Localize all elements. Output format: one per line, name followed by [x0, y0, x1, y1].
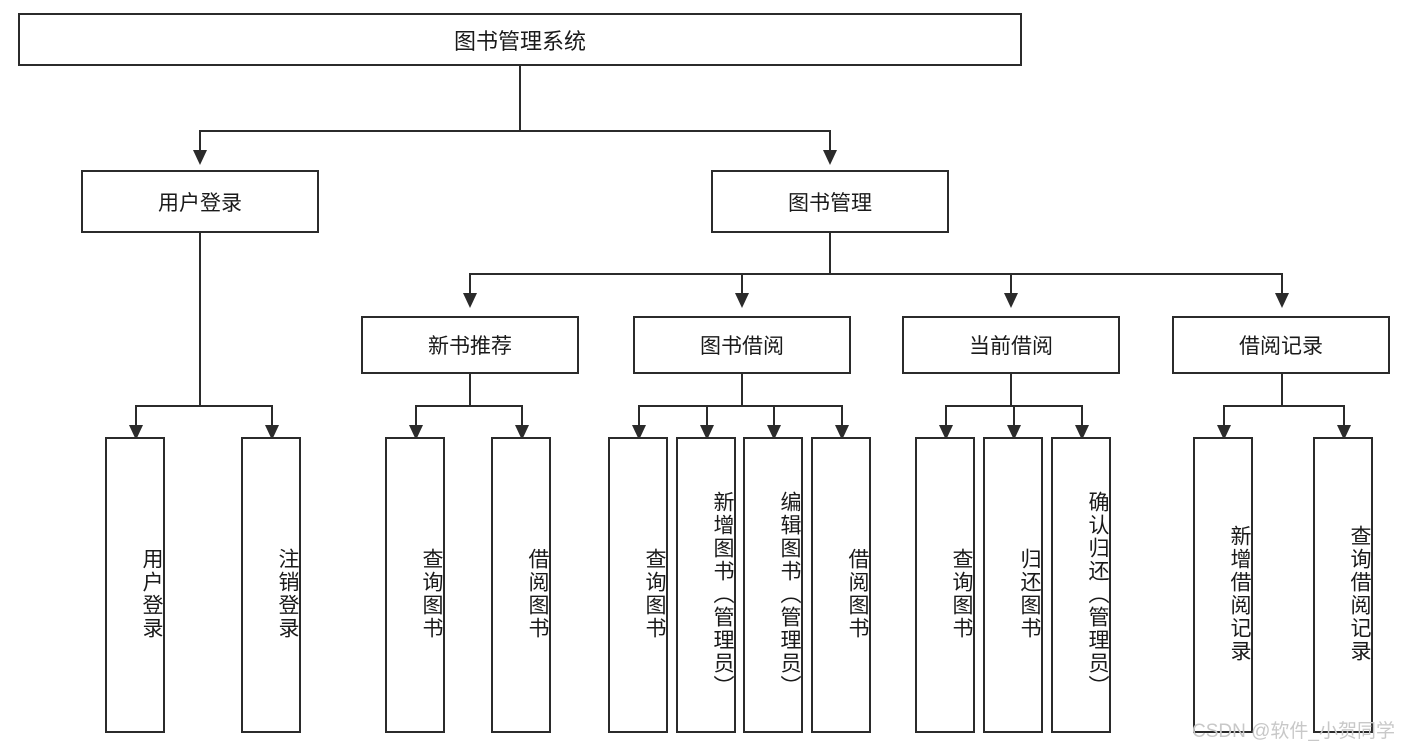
edge-user-login-bus — [135, 405, 273, 407]
arrow-book-mgmt-to-borrow-record — [1275, 293, 1289, 308]
edge-book-borrow-to-leaf-3 — [773, 405, 775, 427]
leaf-current-borrow-query[interactable]: 查询图书 — [915, 437, 975, 733]
arrow-current-borrow-to-leaf-2 — [1007, 425, 1021, 440]
node-book-management[interactable]: 图书管理 — [711, 170, 949, 233]
edge-book-mgmt-to-book-borrow — [741, 273, 743, 295]
arrow-user-login-to-leaf-1 — [129, 425, 143, 440]
leaf-label: 查询借阅记录 — [1348, 525, 1371, 663]
edge-root-stem — [519, 66, 521, 130]
leaf-label: 借阅图书 — [526, 548, 549, 640]
leaf-borrow-record-add[interactable]: 新增借阅记录 — [1193, 437, 1253, 733]
node-current-borrow[interactable]: 当前借阅 — [902, 316, 1120, 374]
edge-book-mgmt-to-new-book — [469, 273, 471, 295]
edge-borrow-record-to-leaf-2 — [1343, 405, 1345, 427]
leaf-current-borrow-return[interactable]: 归还图书 — [983, 437, 1043, 733]
leaf-label: 新增图书（管理员） — [711, 490, 734, 698]
arrow-borrow-record-to-leaf-1 — [1217, 425, 1231, 440]
node-new-book-recommend-label: 新书推荐 — [428, 335, 512, 358]
arrow-root-to-book-mgmt — [823, 150, 837, 165]
arrow-book-mgmt-to-current-borrow — [1004, 293, 1018, 308]
node-book-management-label: 图书管理 — [788, 191, 872, 215]
leaf-new-book-borrow[interactable]: 借阅图书 — [491, 437, 551, 733]
edge-new-book-bus — [415, 405, 523, 407]
arrow-current-borrow-to-leaf-3 — [1075, 425, 1089, 440]
node-new-book-recommend[interactable]: 新书推荐 — [361, 316, 579, 374]
arrow-book-borrow-to-leaf-1 — [632, 425, 646, 440]
node-book-borrow[interactable]: 图书借阅 — [633, 316, 851, 374]
edge-borrow-record-stem — [1281, 374, 1283, 405]
edge-book-borrow-to-leaf-1 — [638, 405, 640, 427]
leaf-label: 借阅图书 — [846, 548, 869, 640]
edge-new-book-to-leaf-1 — [415, 405, 417, 427]
leaf-current-borrow-confirm[interactable]: 确认归还（管理员） — [1051, 437, 1111, 733]
arrow-root-to-user-login — [193, 150, 207, 165]
leaf-label: 注销登录 — [276, 548, 299, 640]
edge-root-to-user-login — [199, 130, 201, 152]
arrow-book-borrow-to-leaf-3 — [767, 425, 781, 440]
arrow-borrow-record-to-leaf-2 — [1337, 425, 1351, 440]
edge-user-login-stem — [199, 233, 201, 405]
node-book-borrow-label: 图书借阅 — [700, 335, 784, 358]
leaf-label: 归还图书 — [1018, 548, 1041, 640]
node-user-login[interactable]: 用户登录 — [81, 170, 319, 233]
leaf-book-borrow-query[interactable]: 查询图书 — [608, 437, 668, 733]
edge-user-login-to-leaf-2 — [271, 405, 273, 427]
edge-root-bus — [199, 130, 831, 132]
edge-book-borrow-to-leaf-2 — [706, 405, 708, 427]
edge-root-to-book-mgmt — [829, 130, 831, 152]
leaf-label: 查询图书 — [950, 548, 973, 640]
arrow-user-login-to-leaf-2 — [265, 425, 279, 440]
node-borrow-record[interactable]: 借阅记录 — [1172, 316, 1390, 374]
leaf-label: 查询图书 — [420, 548, 443, 640]
edge-current-borrow-stem — [1010, 374, 1012, 405]
leaf-user-login-login[interactable]: 用户登录 — [105, 437, 165, 733]
node-user-login-label: 用户登录 — [158, 191, 242, 215]
leaf-borrow-record-query[interactable]: 查询借阅记录 — [1313, 437, 1373, 733]
leaf-book-borrow-borrow[interactable]: 借阅图书 — [811, 437, 871, 733]
leaf-label: 新增借阅记录 — [1228, 525, 1251, 663]
arrow-new-book-to-leaf-1 — [409, 425, 423, 440]
edge-new-book-stem — [469, 374, 471, 405]
leaf-label: 确认归还（管理员） — [1086, 490, 1109, 698]
edge-borrow-record-bus — [1223, 405, 1345, 407]
node-root[interactable]: 图书管理系统 — [18, 13, 1022, 66]
edge-current-borrow-to-leaf-2 — [1013, 405, 1015, 427]
edge-book-borrow-stem — [741, 374, 743, 405]
edge-user-login-to-leaf-1 — [135, 405, 137, 427]
node-current-borrow-label: 当前借阅 — [969, 335, 1053, 358]
leaf-book-borrow-edit[interactable]: 编辑图书（管理员） — [743, 437, 803, 733]
arrow-book-mgmt-to-book-borrow — [735, 293, 749, 308]
edge-current-borrow-to-leaf-1 — [945, 405, 947, 427]
edge-book-mgmt-stem — [829, 233, 831, 273]
arrow-current-borrow-to-leaf-1 — [939, 425, 953, 440]
edge-borrow-record-to-leaf-1 — [1223, 405, 1225, 427]
node-borrow-record-label: 借阅记录 — [1239, 335, 1323, 358]
leaf-label: 查询图书 — [643, 548, 666, 640]
arrow-new-book-to-leaf-2 — [515, 425, 529, 440]
leaf-book-borrow-add[interactable]: 新增图书（管理员） — [676, 437, 736, 733]
edge-book-mgmt-to-current-borrow — [1010, 273, 1012, 295]
edge-current-borrow-to-leaf-3 — [1081, 405, 1083, 427]
node-root-label: 图书管理系统 — [453, 28, 586, 54]
arrow-book-borrow-to-leaf-4 — [835, 425, 849, 440]
leaf-new-book-query[interactable]: 查询图书 — [385, 437, 445, 733]
edge-new-book-to-leaf-2 — [521, 405, 523, 427]
leaf-label: 编辑图书（管理员） — [778, 490, 801, 698]
edge-book-borrow-bus — [638, 405, 843, 407]
edge-book-borrow-to-leaf-4 — [841, 405, 843, 427]
leaf-user-login-logout[interactable]: 注销登录 — [241, 437, 301, 733]
arrow-book-mgmt-to-new-book — [463, 293, 477, 308]
edge-book-mgmt-bus — [469, 273, 1281, 275]
edge-book-mgmt-to-borrow-record — [1281, 273, 1283, 295]
leaf-label: 用户登录 — [140, 548, 163, 640]
arrow-book-borrow-to-leaf-2 — [700, 425, 714, 440]
